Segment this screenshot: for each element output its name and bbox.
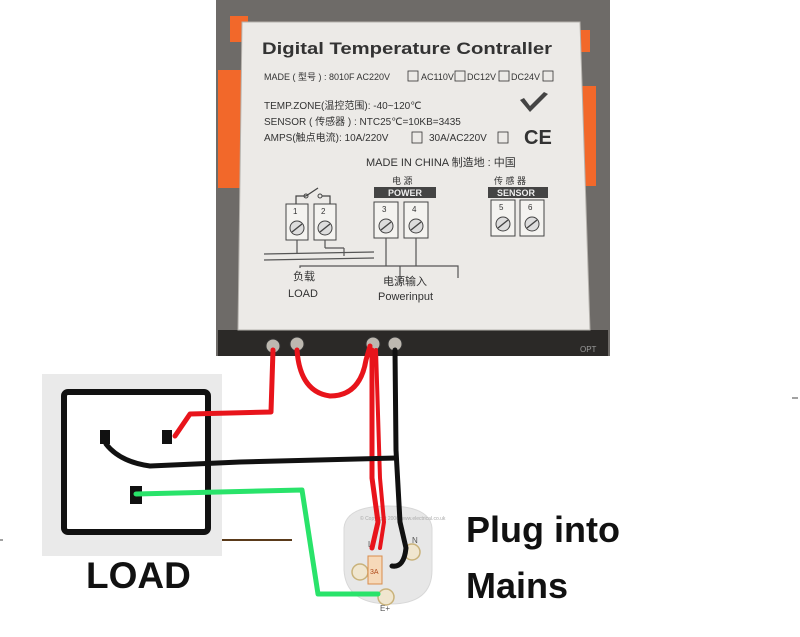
sensor-label-bg	[488, 187, 548, 198]
plug-body	[343, 505, 433, 605]
sensor-spec-line: SENSOR ( 传感器 ) : NTC25℃=10KB=3435	[264, 115, 461, 128]
amps-10a-checkbox	[411, 131, 423, 144]
mains-caption: Mains	[466, 565, 569, 606]
load-cn-label: 负载	[293, 269, 315, 283]
black-wire-mains-neutral	[389, 347, 409, 569]
black-wire-load-neutral	[103, 441, 399, 469]
load-caption: LOAD	[86, 555, 191, 596]
terminal-1: 1	[285, 203, 309, 241]
socket-neutral-slot	[162, 430, 172, 444]
terminal-3: 3	[373, 201, 399, 239]
power-cn-label: 电 源	[392, 175, 413, 186]
terminal-6: 6	[519, 199, 545, 237]
terminal-4: 4	[403, 201, 429, 239]
terminal-4-number: 4	[412, 205, 417, 214]
mains-plug: © Copyright 2006 www.electrical.co.uk 3A…	[343, 505, 446, 613]
power-label-bg	[374, 187, 436, 198]
load-terminal-label: LOAD	[288, 288, 318, 300]
powerinput-cn-label: 电源输入	[383, 274, 427, 288]
powerinput-label: Powerinput	[378, 291, 433, 303]
dc24-checkbox	[542, 70, 554, 82]
red-wire-mains-live-2	[374, 348, 386, 550]
terminal-6-number: 6	[528, 203, 533, 212]
amps-30a-checkbox	[497, 131, 509, 144]
sensor-cn-label: 传 感 器	[494, 175, 526, 186]
sticker-schematic-lines	[263, 238, 459, 284]
controller-title: Digital Temperature Contraller	[262, 39, 552, 58]
plug-fuse	[367, 555, 383, 585]
ac110-checkbox	[454, 70, 466, 82]
red-wire-load	[172, 347, 276, 439]
sensor-label: SENSOR	[497, 188, 536, 198]
wires	[103, 343, 409, 597]
dc12-checkbox	[498, 70, 510, 82]
relay-contact-symbol	[295, 187, 331, 204]
plug-earth-pin	[377, 588, 395, 606]
power-label: POWER	[388, 188, 423, 198]
terminal-5: 5	[490, 199, 516, 237]
red-wire-link	[294, 343, 373, 399]
terminal-3-number: 3	[382, 205, 387, 214]
terminal-1-number: 1	[293, 207, 298, 216]
terminal-5-number: 5	[499, 203, 504, 212]
controller-bottom-shadow	[218, 330, 608, 356]
opt-ac110v: AC110V	[421, 72, 454, 82]
check-mark-icon	[520, 92, 548, 112]
ce-mark: CE	[524, 127, 552, 149]
opt-dc24v: DC24V	[511, 72, 540, 82]
temp-zone-line: TEMP.ZONE(温控范围): -40~120℃	[264, 99, 421, 112]
ac220-checkbox	[407, 70, 419, 82]
made-in-china: MADE IN CHINA 制造地 : 中国	[366, 155, 516, 169]
green-wire-earth	[133, 487, 381, 597]
terminal-2-number: 2	[321, 207, 326, 216]
opt-marking: OPT	[580, 345, 597, 354]
amps-option: 30A/AC220V	[429, 133, 487, 144]
socket-live-slot	[100, 430, 110, 444]
plug-pin-n-label: N	[412, 536, 418, 545]
plug-copyright: © Copyright 2006 www.electrical.co.uk	[360, 515, 446, 522]
plug-pin-e-label: E+	[380, 604, 390, 613]
amps-line: AMPS(触点电流): 10A/220V	[264, 131, 389, 144]
opt-dc12v: DC12V	[467, 72, 496, 82]
made-line: MADE ( 型号 ) : 8010F AC220V	[264, 72, 390, 82]
physical-screw-terminals	[265, 336, 403, 354]
plug-live-pin	[351, 563, 369, 581]
terminal-2: 2	[313, 203, 337, 241]
plug-fuse-label: 3A	[370, 569, 379, 576]
red-wire-mains-live	[369, 347, 381, 551]
plug-into-caption: Plug into	[466, 509, 620, 550]
controller-photo: Digital Temperature Contraller MADE ( 型号…	[216, 0, 610, 356]
